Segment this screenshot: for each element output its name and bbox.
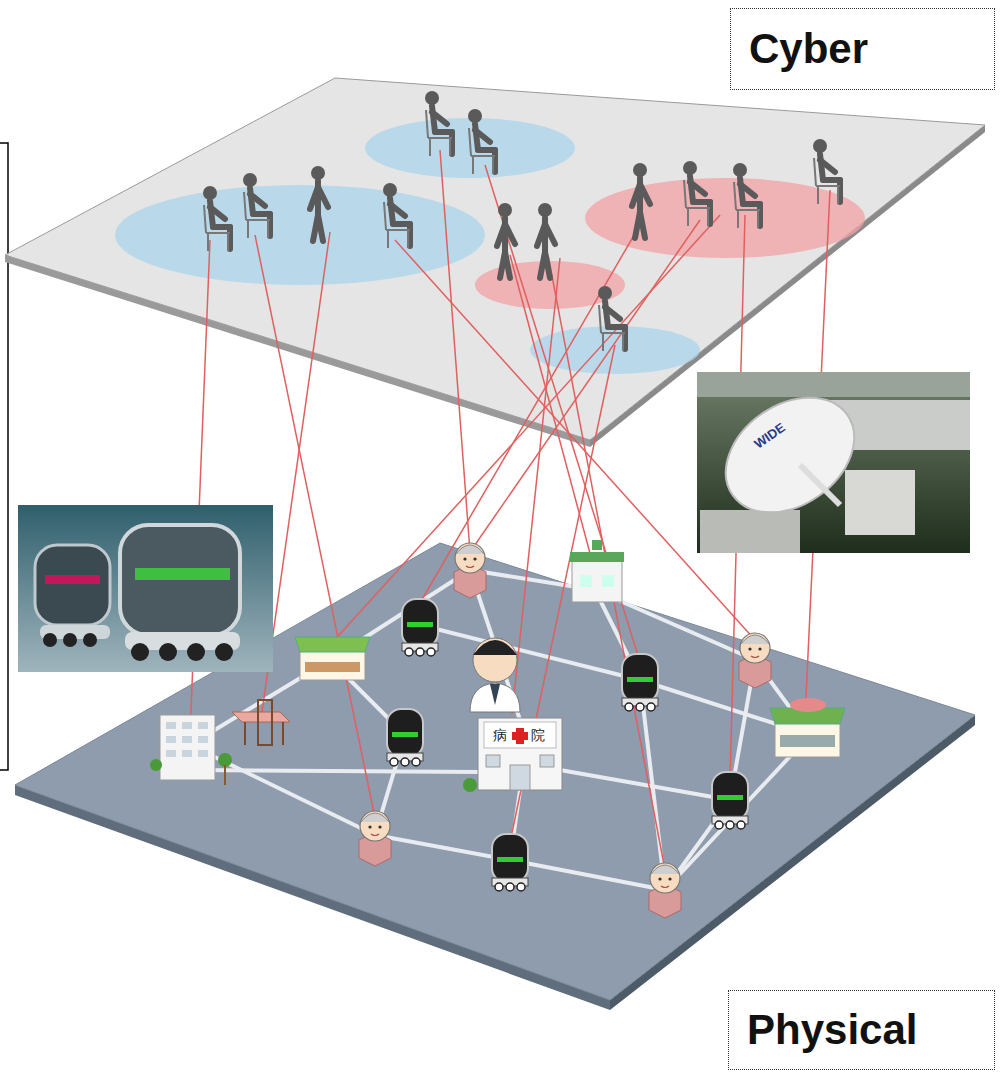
- link-lines: [190, 150, 830, 870]
- layer-name: Cyber: [749, 25, 868, 73]
- bracket: [0, 143, 8, 770]
- layer-label-box: Physical: [728, 990, 995, 1070]
- avatars: [203, 91, 840, 351]
- hospital-sign-text: 病: [493, 728, 507, 742]
- layer-label-box: Cyber: [730, 8, 995, 90]
- satellite-dish-photo: [697, 372, 970, 553]
- vehicle-photo: [18, 505, 273, 672]
- layer-name: Physical: [747, 1006, 917, 1054]
- road-network: [190, 570, 810, 890]
- cyber-plane: [5, 78, 985, 447]
- hospital-sign-text: 院: [531, 728, 545, 742]
